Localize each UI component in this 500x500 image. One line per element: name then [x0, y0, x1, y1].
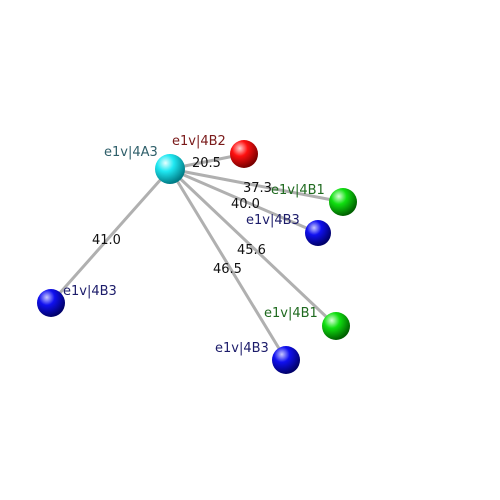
- atom-sphere-4b1: [322, 312, 350, 340]
- atom-sphere-4b1: [329, 188, 357, 216]
- distance-label: 41.0: [92, 233, 121, 248]
- bond-lines: [49, 152, 344, 361]
- center-atom-sphere: [155, 154, 185, 184]
- atom-label: e1v|4B3: [63, 284, 117, 299]
- atom-sphere-4b3: [37, 289, 65, 317]
- atom-label: e1v|4B2: [172, 134, 226, 149]
- center-atom-label: e1v|4A3: [104, 145, 158, 160]
- atom-label: e1v|4B1: [264, 306, 318, 321]
- bond-line: [49, 168, 172, 304]
- atom-sphere-4b3: [305, 220, 331, 246]
- distance-label: 37.3: [243, 181, 272, 196]
- bond-line: [169, 167, 344, 204]
- bond-line: [168, 168, 288, 361]
- distance-label: 46.5: [213, 262, 242, 277]
- distance-label: 40.0: [231, 197, 260, 212]
- bond-line: [168, 167, 338, 328]
- bond-line: [169, 167, 319, 235]
- atom-sphere-4b3: [272, 346, 300, 374]
- distance-label: 20.5: [192, 156, 221, 171]
- atom-label: e1v|4B3: [246, 213, 300, 228]
- distance-label: 45.6: [237, 243, 266, 258]
- atom-sphere-4b2: [230, 140, 258, 168]
- atom-label: e1v|4B1: [271, 183, 325, 198]
- atom-label: e1v|4B3: [215, 341, 269, 356]
